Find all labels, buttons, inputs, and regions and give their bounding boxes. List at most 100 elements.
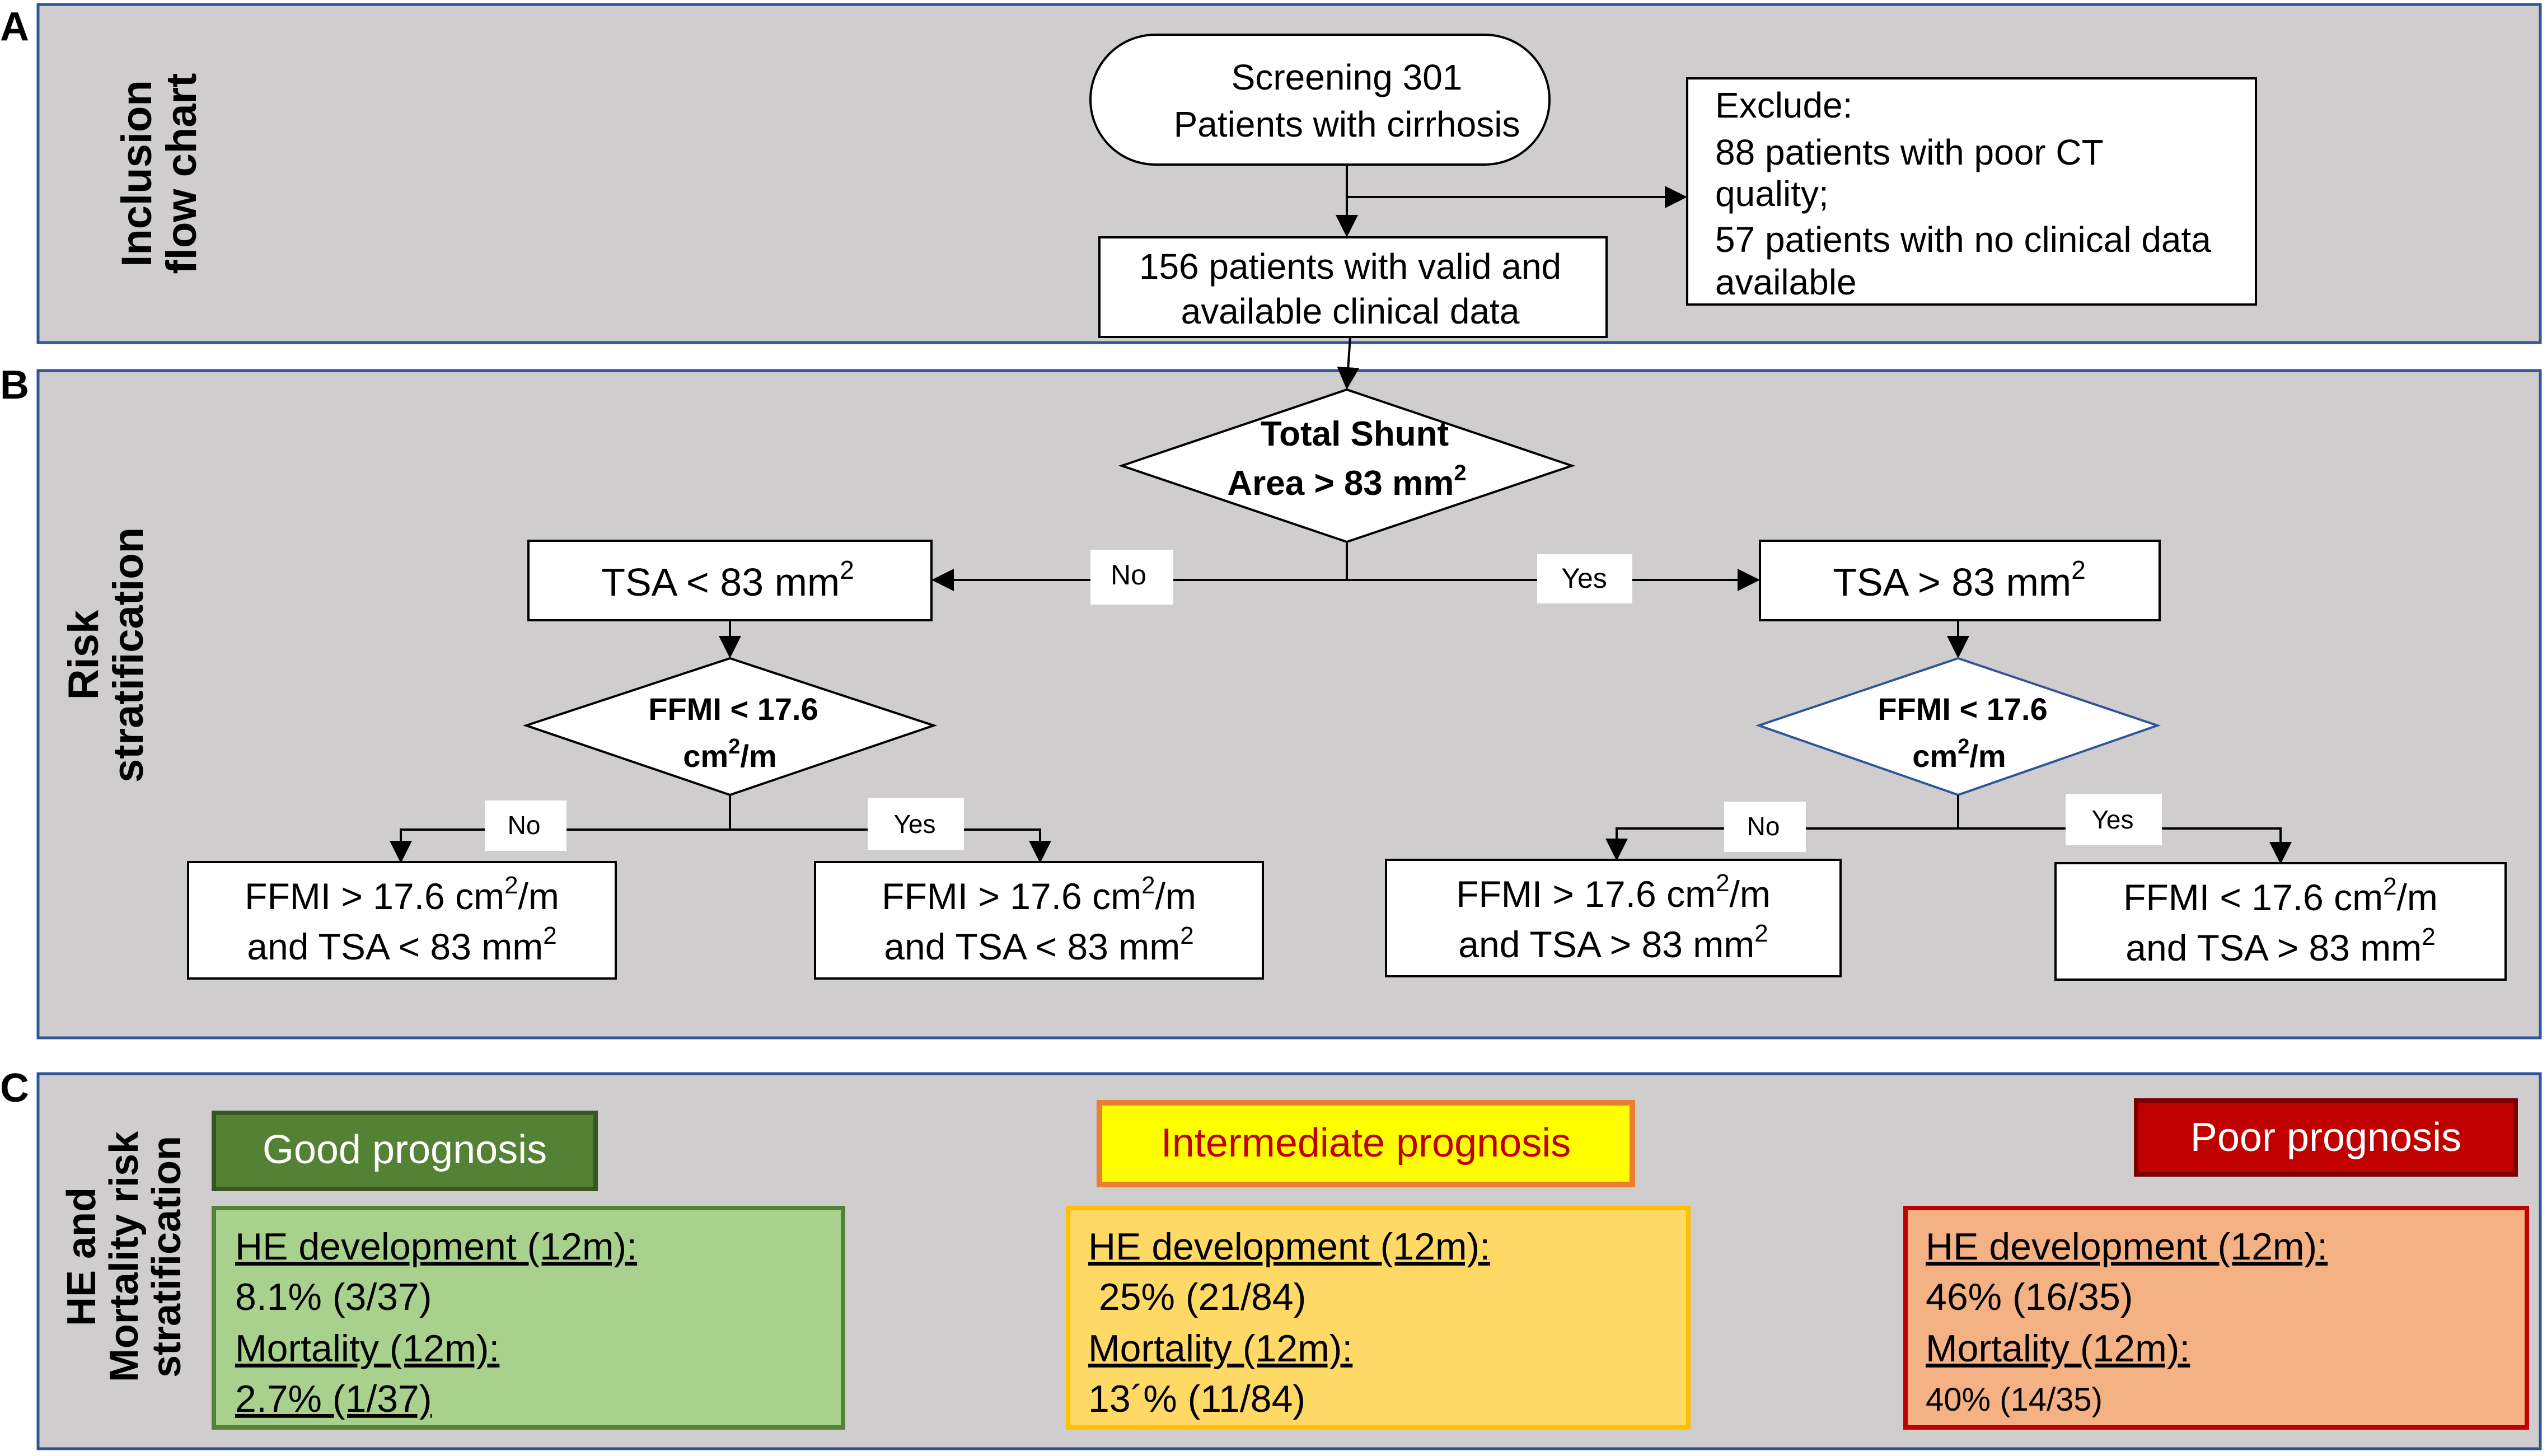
ffmi-left-line1: FFMI < 17.6 [648,691,818,727]
screening-node [1089,34,1551,166]
leaf-3-line1: FFMI > 17.6 cm2/m [1456,869,1771,915]
ffmi-left-line2-sup: 2 [728,735,740,759]
intermediate-mort-value: 13´% (11/84) [1088,1378,1305,1420]
ffmi-left-line2: cm2/m [683,735,776,774]
panel-c-letter: C [0,1066,29,1111]
leaf-3-line1-a: FFMI > 17.6 cm [1456,873,1716,915]
intermediate-prognosis-label: Intermediate prognosis [1161,1121,1571,1165]
leaf-4-line2: and TSA > 83 mm2 [2125,923,2435,968]
leaf-1-line1-a: FFMI > 17.6 cm [245,876,504,917]
arrow-ffmi-left-no [390,828,730,863]
root-line2: Area > 83 mm2 [1227,461,1466,503]
leaf-4-node [2054,862,2507,981]
arrow-ffmi-right-no [1605,827,1958,861]
root-line2-sup: 2 [1454,461,1466,485]
leaf-4-line1: FFMI < 17.6 cm2/m [2123,873,2438,918]
intermediate-he-label: HE development (12m): [1088,1225,1490,1268]
ffmi-right-line1: FFMI < 17.6 [1878,691,2047,727]
ffmi-left-no-label-box [485,800,566,851]
exclude-line5: available [1715,262,1857,302]
root-no-label: No [1111,559,1146,591]
panel-a-title-line2: flow chart [158,73,205,274]
exclude-line1: Exclude: [1715,85,1852,125]
panel-b-letter: B [0,363,29,408]
leaf-2-line2-sup: 2 [1180,922,1193,949]
arrow-ffmi-left-yes [730,828,1051,863]
leaf-1-node [187,861,617,980]
valid-node [1098,236,1608,338]
leaf-2-line1: FFMI > 17.6 cm2/m [882,872,1196,917]
screening-line1: Screening 301 [1232,57,1463,97]
leaf-2-line1-a: FFMI > 17.6 cm [882,876,1141,917]
ffmi-right-yes-label: Yes [2091,805,2133,834]
leaf-3-line2: and TSA > 83 mm2 [1458,920,1768,965]
ffmi-left-no-label: No [508,811,541,840]
exclude-line3: quality; [1715,174,1829,214]
panel-c-title-line2: Mortality risk [102,1131,147,1382]
leaf-1-line2: and TSA < 83 mm2 [247,922,556,967]
poor-prognosis-box [1903,1206,2529,1430]
leaf-2-line1-b: /m [1155,876,1196,917]
root-line1: Total Shunt [1261,415,1449,453]
intermediate-mort-label: Mortality (12m): [1088,1327,1352,1370]
good-prognosis-box [212,1206,845,1430]
ffmi-left-yes-label: Yes [893,809,935,839]
tsa-high-main: TSA > 83 mm [1833,560,2071,604]
intermediate-prognosis-box [1066,1206,1691,1430]
intermediate-prognosis-badge [1097,1100,1635,1187]
poor-he-label: HE development (12m): [1926,1225,2328,1268]
leaf-3-line1-b: /m [1730,873,1771,915]
leaf-1-line2-a: and TSA < 83 mm [247,926,543,967]
leaf-2-line1-sup: 2 [1141,872,1155,899]
tsa-high-sup: 2 [2071,555,2086,584]
ffmi-left-line2-b: /m [740,738,776,774]
leaf-4-line1-a: FFMI < 17.6 cm [2123,877,2383,918]
tsa-high-text: TSA > 83 mm2 [1833,555,2086,604]
valid-line2: available clinical data [1181,291,1520,331]
leaf-3-line1-sup: 2 [1716,869,1729,897]
arrow-valid-to-root [1337,336,1360,390]
leaf-1-line1: FFMI > 17.6 cm2/m [245,872,559,917]
panel-a-letter: A [0,4,29,49]
panel-c-title: HE and Mortality risk stratification [59,1131,189,1382]
good-mort-value: 2.7% (1/37) [235,1378,432,1420]
leaf-3-line2-sup: 2 [1754,920,1768,947]
leaf-4-line2-sup: 2 [2422,923,2435,951]
leaf-4-line1-b: /m [2397,877,2438,918]
leaf-2-line2-a: and TSA < 83 mm [884,926,1180,967]
panel-a-title: Inclusion flow chart [113,73,205,274]
tsa-low-main: TSA < 83 mm [601,560,840,604]
leaf-4-line2-a: and TSA > 83 mm [2125,927,2422,968]
exclude-line2: 88 patients with poor CT [1715,132,2104,172]
good-prognosis-label: Good prognosis [263,1127,547,1172]
ffmi-right-no-label-box [1724,802,1806,852]
tsa-low-text: TSA < 83 mm2 [601,555,854,604]
ffmi-left-yes-label-box [868,798,964,850]
tsa-low-node [527,540,933,621]
leaf-2-node [814,861,1264,980]
root-line2-main: Area > 83 mm [1227,464,1454,503]
good-mort-label: Mortality (12m): [235,1327,499,1370]
panel-b-title-line1: Risk [60,610,107,700]
leaf-4-line1-sup: 2 [2383,873,2396,900]
tsa-high-node [1759,540,2161,621]
ffmi-right-line2-b: /m [1969,738,2006,774]
leaf-3-node [1385,859,1842,977]
good-he-value: 8.1% (3/37) [235,1276,432,1318]
root-no-label-box [1090,550,1173,605]
panel-a-title-line1: Inclusion [113,80,161,267]
tsa-low-sup: 2 [840,555,854,584]
leaf-3-line2-a: and TSA > 83 mm [1458,924,1754,965]
exclude-line4: 57 patients with no clinical data [1715,219,2211,260]
leaf-1-line1-sup: 2 [504,872,518,899]
leaf-2-line2: and TSA < 83 mm2 [884,922,1193,967]
ffmi-right-line2: cm2/m [1912,735,2006,774]
ffmi-left-line2-a: cm [683,738,728,774]
root-yes-label: Yes [1561,563,1607,594]
ffmi-right-line2-a: cm [1912,738,1958,774]
leaf-1-line2-sup: 2 [543,922,556,949]
ffmi-right-yes-label-box [2066,794,2162,845]
ffmi-right-line2-sup: 2 [1958,735,1969,759]
panel-b-title-line2: stratification [105,527,152,783]
